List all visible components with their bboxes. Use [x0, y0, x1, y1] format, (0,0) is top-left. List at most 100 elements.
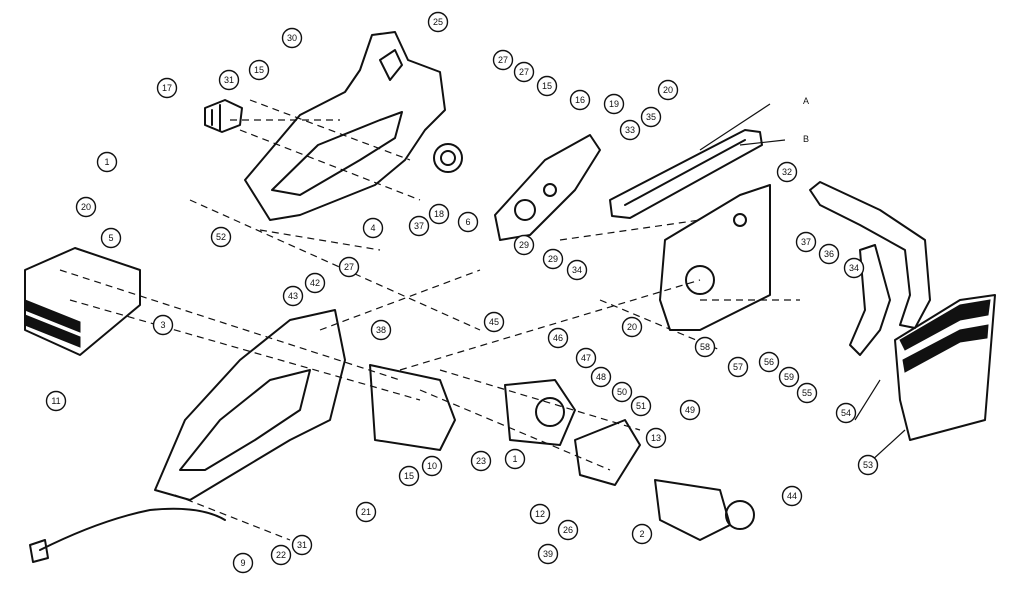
callout-58: 58 [694, 336, 716, 358]
callout-number: 55 [802, 388, 812, 398]
upper-handle-housing [244, 31, 446, 221]
callout-circle [355, 501, 377, 523]
callout-circle [156, 77, 178, 99]
callout-21: 21 [355, 501, 377, 523]
callout-number: 49 [685, 405, 695, 415]
callout-16: 16 [569, 89, 591, 111]
callout-29: 29 [513, 234, 535, 256]
callout-9: 9 [232, 552, 254, 574]
callout-circle [513, 234, 535, 256]
callout-20: 20 [621, 316, 643, 338]
callout-number: 30 [287, 33, 297, 43]
callout-number: 31 [224, 75, 234, 85]
callout-circle [483, 311, 505, 333]
callout-circle [537, 543, 559, 565]
callout-number: 3 [160, 320, 165, 330]
callout-1: 1 [504, 448, 526, 470]
callout-10: 10 [421, 455, 443, 477]
callout-number: 29 [548, 254, 558, 264]
guide-bar [609, 129, 763, 219]
front-handle [809, 181, 931, 356]
callout-number: 15 [542, 81, 552, 91]
callout-50: 50 [611, 381, 633, 403]
callout-51: 51 [630, 395, 652, 417]
callout-number: 17 [162, 83, 172, 93]
callout-23: 23 [470, 450, 492, 472]
callout-circle [270, 544, 292, 566]
callout-circle [781, 485, 803, 507]
callout-circle [569, 89, 591, 111]
callout-circle [100, 227, 122, 249]
callout-circle [758, 351, 780, 373]
callout-circle [338, 256, 360, 278]
callout-number: 9 [240, 558, 245, 568]
callout-number: 34 [572, 265, 582, 275]
callout-54: 54 [835, 402, 857, 424]
callout-number: 39 [543, 549, 553, 559]
callout-circle [843, 257, 865, 279]
callout-circle [611, 381, 633, 403]
callout-circle [152, 314, 174, 336]
callout-number: 53 [863, 460, 873, 470]
callout-32: 32 [776, 161, 798, 183]
callout-circle [421, 455, 443, 477]
switch-knob [204, 99, 243, 133]
callout-49: 49 [679, 399, 701, 421]
callout-number: 10 [427, 461, 437, 471]
callout-circle [218, 69, 240, 91]
callout-number: 50 [617, 387, 627, 397]
callout-22: 22 [270, 544, 292, 566]
callout-number: 43 [288, 291, 298, 301]
letter-b: B [803, 134, 809, 144]
gear-housing [659, 184, 771, 331]
callout-27: 27 [492, 49, 514, 71]
callout-number: 22 [276, 550, 286, 560]
callout-number: 31 [297, 540, 307, 550]
callout-3: 3 [152, 314, 174, 336]
callout-31: 31 [291, 534, 313, 556]
callout-circle [590, 366, 612, 388]
callout-18: 18 [428, 203, 450, 225]
callout-number: 5 [108, 233, 113, 243]
callout-number: 37 [801, 237, 811, 247]
callout-circle [427, 11, 449, 33]
callout-circle [408, 215, 430, 237]
callout-number: 4 [370, 223, 375, 233]
callout-35: 35 [640, 106, 662, 128]
callout-number: 47 [581, 353, 591, 363]
callout-33: 33 [619, 119, 641, 141]
callout-circle [575, 347, 597, 369]
callout-number: 37 [414, 221, 424, 231]
callout-circle [547, 327, 569, 349]
callout-5: 5 [100, 227, 122, 249]
callout-number: 2 [639, 529, 644, 539]
letter-a: A [803, 96, 809, 106]
callout-31: 31 [218, 69, 240, 91]
callout-circle [210, 226, 232, 248]
callout-number: 23 [476, 456, 486, 466]
callout-39: 39 [537, 543, 559, 565]
callout-13: 13 [645, 427, 667, 449]
callout-circle [795, 231, 817, 253]
callout-15: 15 [536, 75, 558, 97]
callout-circle [281, 27, 303, 49]
callout-number: 59 [784, 372, 794, 382]
callout-number: 58 [700, 342, 710, 352]
callout-circle [727, 356, 749, 378]
callout-circle [796, 382, 818, 404]
callout-19: 19 [603, 93, 625, 115]
callout-number: 1 [104, 157, 109, 167]
callout-circle [232, 552, 254, 574]
callout-circle [657, 79, 679, 101]
callout-46: 46 [547, 327, 569, 349]
callout-number: 27 [519, 67, 529, 77]
callout-15: 15 [398, 465, 420, 487]
callout-number: 21 [361, 507, 371, 517]
callout-circle [694, 336, 716, 358]
callout-number: 20 [81, 202, 91, 212]
leader-lines [699, 103, 906, 463]
callout-11: 11 [45, 390, 67, 412]
callout-number: 25 [433, 17, 443, 27]
callout-43: 43 [282, 285, 304, 307]
